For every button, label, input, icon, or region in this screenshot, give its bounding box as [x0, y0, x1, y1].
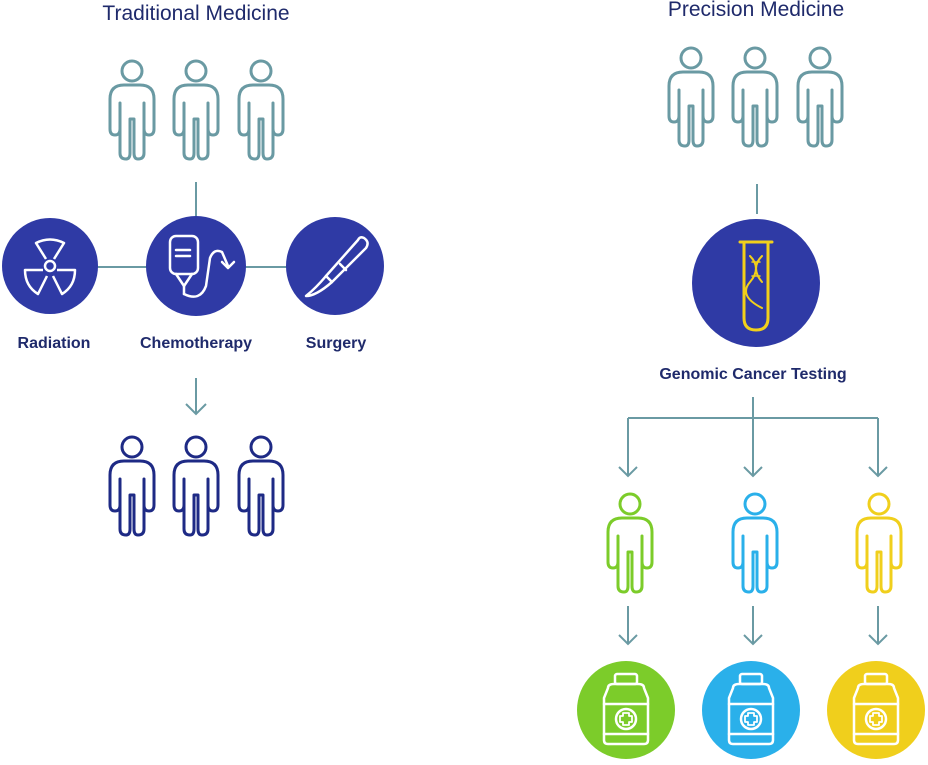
medicine-bottle-icon [852, 672, 900, 746]
chemotherapy-circle [146, 216, 246, 316]
surgery-label: Surgery [305, 335, 367, 352]
genomic-testing-label: Genomic Cancer Testing [659, 366, 847, 383]
patient-group-green-icon [606, 492, 654, 594]
chemotherapy-label: Chemotherapy [139, 335, 253, 352]
radiation-circle [2, 218, 98, 314]
patient-icon [731, 46, 779, 148]
treated-patient-icon [108, 435, 156, 537]
medicine-bottle-icon [602, 672, 650, 746]
genomic-testing-circle [692, 219, 820, 347]
surgery-circle [286, 217, 384, 315]
medicine-bottle-icon [727, 672, 775, 746]
dna-test-tube-icon [738, 240, 774, 332]
patient-icon [172, 59, 220, 161]
patient-icon [108, 59, 156, 161]
treated-patient-icon [237, 435, 285, 537]
patient-icon [237, 59, 285, 161]
patient-icon [667, 46, 715, 148]
patient-icon [796, 46, 844, 148]
iv-drip-icon [168, 234, 236, 298]
radiation-label: Radiation [17, 335, 91, 352]
treated-patient-icon [172, 435, 220, 537]
traditional-title: Traditional Medicine [102, 2, 290, 25]
patient-group-blue-icon [731, 492, 779, 594]
patient-group-yellow-icon [855, 492, 903, 594]
radiation-icon [23, 238, 77, 296]
precision-title: Precision Medicine [667, 0, 845, 21]
scalpel-icon [304, 236, 369, 298]
